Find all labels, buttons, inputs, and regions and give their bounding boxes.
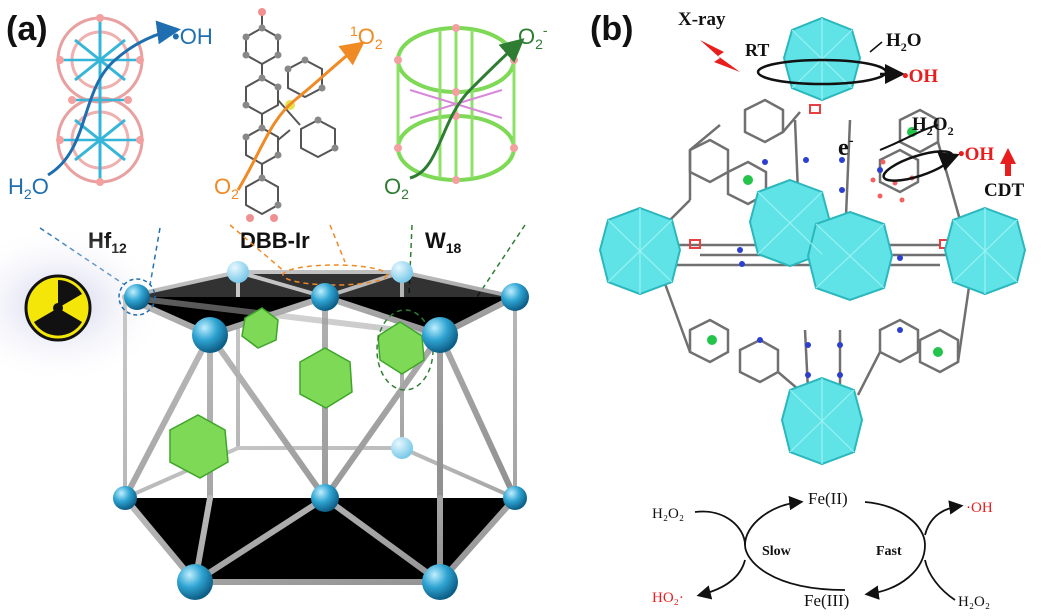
slow-label: Slow: [762, 544, 792, 559]
ho2-label: HO₂·: [652, 590, 684, 606]
fast-label: Fast: [876, 544, 902, 559]
h2o2-right-label: H₂O₂: [958, 594, 990, 610]
w18-label: W18: [425, 228, 462, 256]
hf12-arrow: [47, 20, 181, 177]
h2o-label: H2O: [886, 30, 922, 54]
w18-arrow: [409, 38, 525, 180]
panel-b: (b) X-ray: [590, 9, 1027, 610]
hf12-reactant: H2O: [8, 174, 49, 202]
h2o2-label: H2O2: [912, 114, 954, 138]
xray-label: X-ray: [678, 9, 726, 30]
fe3-label: Fe(III): [804, 591, 849, 610]
w18-product: O2-: [518, 22, 548, 52]
hf-nodes: [113, 261, 529, 600]
hf12-structure: [47, 14, 181, 186]
fe2-label: Fe(II): [808, 489, 848, 508]
electron-label: e-: [838, 133, 854, 161]
fenton-cycle: Fe(II) Fe(III) Slow Fast H₂O₂ HO₂· ·OH H…: [652, 489, 993, 610]
dbbir-product: 1O2: [350, 23, 383, 52]
dbbir-reactant: O2: [214, 174, 239, 202]
dbbir-label: DBB-Ir: [240, 228, 310, 253]
cdt-label: CDT: [984, 180, 1024, 201]
dbbir-structure: [242, 8, 339, 222]
panel-a: (a) H2O •OH Hf12: [0, 8, 548, 600]
w18-reactant: O2: [384, 174, 409, 202]
h2o2-left-label: H₂O₂: [652, 506, 684, 522]
hf12-product: •OH: [172, 24, 213, 49]
oh-mid-label: •OH: [958, 144, 994, 165]
lightning-icon: [700, 40, 740, 72]
rt-label: RT: [745, 40, 769, 60]
oh-cycle-label: ·OH: [966, 500, 993, 516]
framework: [122, 270, 518, 585]
cdt-arrow-icon: [1000, 148, 1016, 176]
panel-a-label: (a): [6, 10, 48, 48]
radiation-icon: [24, 274, 92, 342]
oh-top-label: •OH: [902, 66, 938, 87]
w18-cluster-icons: [169, 307, 425, 479]
panel-b-label: (b): [590, 10, 633, 48]
w18-structure: [394, 24, 518, 184]
dbbir-arrow: [236, 41, 365, 191]
